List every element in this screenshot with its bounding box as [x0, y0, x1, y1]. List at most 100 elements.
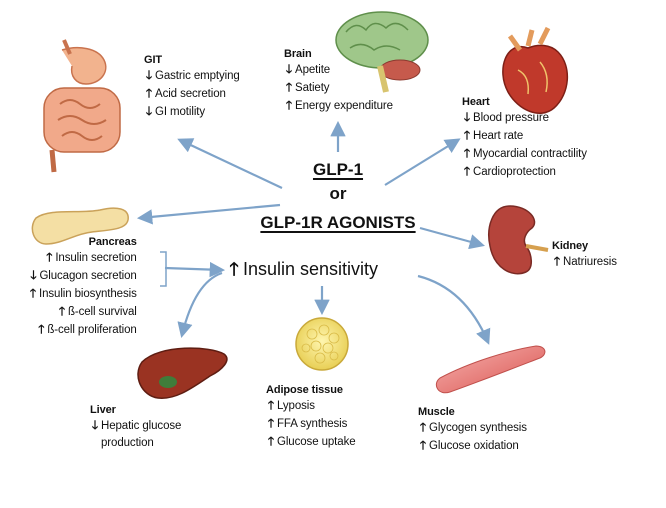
- up-arrow-icon: 🡑: [38, 322, 45, 336]
- pancreas-effect-text: ß-cell survival: [67, 306, 137, 318]
- muscle-effect-text: Glycogen synthesis: [429, 422, 527, 434]
- git-effect: 🡑Acid secretion: [144, 85, 240, 103]
- heart-effect-text: Blood pressure: [473, 112, 549, 124]
- git-effects: GIT🡓Gastric emptying🡑Acid secretion🡓GI m…: [144, 54, 240, 121]
- brain-effect-text: Apetite: [295, 64, 331, 76]
- liver-effect: production: [90, 435, 181, 452]
- muscle-effects: Muscle🡑Glycogen synthesis🡑Glucose oxidat…: [418, 406, 527, 455]
- muscle-fiber-icon: [435, 345, 546, 394]
- adipose-cell-icon: [295, 317, 349, 371]
- arrow-to-muscle: [417, 274, 491, 345]
- brain-effect: 🡑Satiety: [284, 79, 393, 97]
- up-arrow-icon: 🡑: [229, 259, 239, 279]
- up-arrow-icon: 🡑: [145, 86, 153, 100]
- up-arrow-icon: 🡑: [419, 420, 427, 434]
- up-arrow-icon: 🡑: [29, 286, 37, 300]
- muscle-effect: 🡑Glycogen synthesis: [418, 419, 527, 437]
- liver-title: Liver: [90, 404, 116, 416]
- kidney-effect-text: Natriuresis: [563, 256, 617, 268]
- up-arrow-icon: 🡑: [267, 398, 275, 412]
- muscle-effect-text: Glucose oxidation: [429, 440, 519, 452]
- heart-effects: Heart🡓Blood pressure🡑Heart rate🡑Myocardi…: [462, 96, 587, 181]
- arrow-to-liver: [177, 271, 223, 338]
- center-title-glp1: GLP-1: [312, 160, 364, 179]
- up-arrow-icon: 🡑: [58, 304, 65, 318]
- pancreas-effect: 🡑Insulin biosynthesis: [28, 285, 137, 303]
- liver-effect-text: Hepatic glucose: [101, 420, 182, 432]
- brain-effect-text: Energy expenditure: [295, 100, 393, 112]
- insulin-sensitivity-label: 🡑Insulin sensitivity: [226, 258, 378, 280]
- pancreas-effect-text: Glucagon secretion: [39, 270, 137, 282]
- adipose-title: Adipose tissue: [266, 384, 343, 396]
- heart-icon: [502, 26, 569, 114]
- pancreas-bracket: [160, 251, 167, 287]
- adipose-effect: 🡑Lyposis: [266, 397, 356, 415]
- center-title-or: or: [329, 184, 347, 203]
- git-effect-text: GI motility: [155, 106, 206, 118]
- pancreas-effect: 🡑ß-cell survival: [28, 303, 137, 321]
- pancreas-effect: 🡑Insulin secretion: [28, 249, 137, 267]
- up-arrow-icon: 🡑: [267, 416, 275, 430]
- pancreas-effect: 🡑ß-cell proliferation: [28, 321, 137, 339]
- up-arrow-icon: 🡑: [463, 146, 471, 160]
- kidney-effects: Kidney🡑Natriuresis: [552, 240, 617, 271]
- down-arrow-icon: 🡓: [91, 418, 99, 432]
- git-effect-text: Gastric emptying: [155, 70, 240, 82]
- arrow-to-git: [177, 138, 283, 189]
- down-arrow-icon: 🡓: [145, 104, 153, 118]
- git-effect: 🡓Gastric emptying: [144, 67, 240, 85]
- pancreas-effects: Pancreas🡑Insulin secretion🡓Glucagon secr…: [28, 236, 137, 339]
- up-arrow-icon: 🡑: [463, 164, 471, 178]
- heart-effect: 🡑Myocardial contractility: [462, 145, 587, 163]
- brain-effect: 🡓Apetite: [284, 61, 393, 79]
- heart-effect: 🡑Heart rate: [462, 127, 587, 145]
- muscle-effect: 🡑Glucose oxidation: [418, 437, 527, 455]
- arrow-pancreas-to-insulin: [164, 261, 226, 278]
- up-arrow-icon: 🡑: [463, 128, 471, 142]
- down-arrow-icon: 🡓: [145, 68, 153, 82]
- kidney-icon: [488, 205, 549, 275]
- pancreas-effect: 🡓Glucagon secretion: [28, 267, 137, 285]
- adipose-effect: 🡑Glucose uptake: [266, 433, 356, 451]
- kidney-effect: 🡑Natriuresis: [552, 253, 617, 271]
- brain-title: Brain: [284, 48, 312, 60]
- brain-effect-text: Satiety: [295, 82, 330, 94]
- up-arrow-icon: 🡑: [46, 250, 53, 264]
- liver-effect-text: production: [101, 437, 154, 449]
- adipose-effects: Adipose tissue🡑Lyposis🡑FFA synthesis🡑Glu…: [266, 384, 356, 451]
- down-arrow-icon: 🡓: [30, 268, 37, 282]
- pancreas-effect-text: Insulin biosynthesis: [39, 288, 137, 300]
- down-arrow-icon: 🡓: [285, 62, 293, 76]
- liver-icon: [137, 347, 228, 399]
- pancreas-effect-text: Insulin secretion: [55, 252, 137, 264]
- up-arrow-icon: 🡑: [419, 438, 427, 452]
- pancreas-icon: [31, 207, 129, 245]
- heart-effect-text: Myocardial contractility: [473, 148, 587, 160]
- center-title-agonists: GLP-1R AGONISTS: [260, 213, 416, 232]
- brain-effects: Brain🡓Apetite🡑Satiety🡑Energy expenditure: [284, 48, 393, 115]
- arrow-to-pancreas: [136, 203, 281, 225]
- arrow-to-heart: [384, 138, 461, 186]
- up-arrow-icon: 🡑: [285, 98, 293, 112]
- brain-effect: 🡑Energy expenditure: [284, 97, 393, 115]
- pancreas-title: Pancreas: [88, 236, 137, 248]
- git-title: GIT: [144, 54, 163, 66]
- arrow-to-kidney: [419, 226, 485, 250]
- digestive-tract-icon: [43, 39, 121, 173]
- up-arrow-icon: 🡑: [285, 80, 293, 94]
- heart-effect: 🡑Cardioprotection: [462, 163, 587, 181]
- adipose-effect-text: Glucose uptake: [277, 436, 356, 448]
- heart-effect-text: Cardioprotection: [473, 166, 556, 178]
- heart-title: Heart: [462, 96, 490, 108]
- up-arrow-icon: 🡑: [267, 434, 275, 448]
- brain-icon: [335, 11, 429, 93]
- git-effect: 🡓GI motility: [144, 103, 240, 121]
- pancreas-effect-text: ß-cell proliferation: [47, 324, 137, 336]
- up-arrow-icon: 🡑: [553, 254, 561, 268]
- liver-effect: 🡓Hepatic glucose: [90, 417, 182, 435]
- muscle-title: Muscle: [418, 406, 455, 418]
- adipose-effect-text: FFA synthesis: [277, 418, 348, 430]
